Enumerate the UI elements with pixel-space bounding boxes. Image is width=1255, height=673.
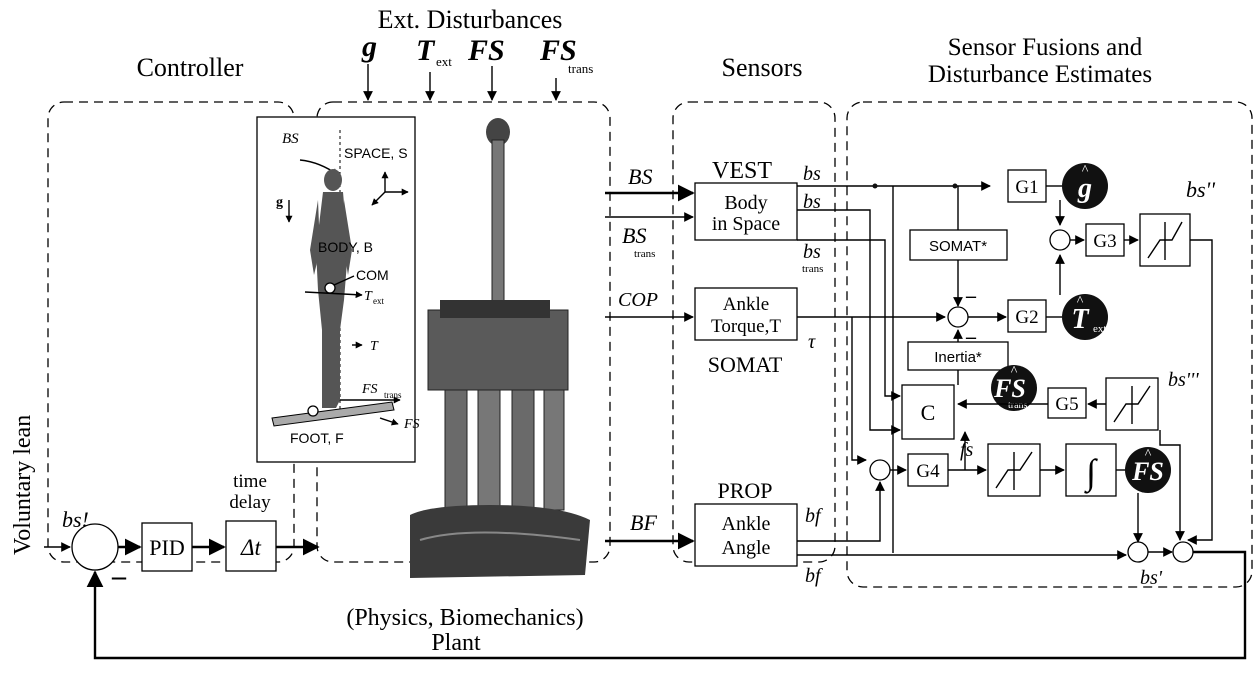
ankle-torque-line1: Ankle [723,294,769,315]
time-delay-line2: delay [229,492,271,513]
inertia-star-label: Inertia* [934,349,982,366]
inset-text-sub: ext [373,296,384,306]
g4-sum-junction [870,460,890,480]
ankle-angle-line2: Angle [722,537,771,559]
g2-label: G2 [1015,307,1038,328]
ankle-marker [308,406,318,416]
inset-text-label: T [364,289,373,304]
prop-label: PROP [717,478,772,503]
somat-label: SOMAT [708,352,783,377]
torque-to-g4-sum [852,317,866,460]
plant-caption-line1: (Physics, Biomechanics) [346,605,583,631]
somat-star-label: SOMAT* [929,238,987,255]
fs-trans-estimate-sub: trans [1008,400,1028,411]
t-estimate-hat: ^ [1077,294,1084,309]
g4-label: G4 [916,461,940,482]
disturbance-fs: FS [467,34,505,67]
sensors-header: Sensors [722,53,803,82]
vest-trans-sub: trans [802,263,823,275]
output-sum-junction-2 [1173,542,1193,562]
ankle-angle-line1: Ankle [722,513,771,535]
disturbance-t-sub: ext [436,54,452,69]
g5-label: G5 [1055,394,1078,415]
disturbance-g: g [361,30,377,63]
fs-estimate-hat: ^ [1145,447,1152,462]
pid-label: PID [149,535,184,560]
g-estimate-hat: ^ [1082,163,1089,178]
somat-minus: – [965,285,977,307]
signal-bf: BF [630,510,657,535]
disturbance-fs-trans-sub: trans [568,61,593,76]
signal-bs-trans-sub: trans [634,248,655,260]
signal-bs: BS [628,164,652,189]
ankle-torque-line2: Torque,T [711,316,781,337]
signal-cop: COP [618,289,658,311]
plant-caption-line2: Plant [431,630,481,656]
delta-t-label: Δt [240,535,261,560]
fusion-header-line2: Disturbance Estimates [928,61,1152,88]
vest-label: VEST [712,158,772,184]
bs-double-prime: bs'' [1186,177,1215,202]
t-estimate-sub: ext [1093,323,1106,335]
bs-prime-label: bs' [1140,567,1163,589]
fusion-header-line1: Sensor Fusions and [948,34,1143,61]
time-delay-line1: time [233,471,267,492]
g1-label: G1 [1015,177,1038,198]
g3-sum-junction [1050,230,1070,250]
fs-trans-estimate-hat: ^ [1011,364,1018,379]
inset-bs-label: BS [282,131,299,147]
vest-bs-dot-trans-out: bs [803,241,821,263]
inset-t-label: T [370,339,379,354]
junction-dot-1 [873,184,878,189]
junction-dot-2 [953,184,958,189]
torque-sum-junction [948,307,968,327]
inset-fs-trans-label: FS [361,382,378,397]
controller-header: Controller [137,53,244,82]
fs-dot-label: fs [960,439,974,461]
bs-triple-prime: bs''' [1168,369,1199,391]
signal-bs-trans: BS [622,223,646,248]
fs-trans-estimate-label: FS [993,374,1026,403]
inset-fs-label: FS [403,417,420,432]
inset-body-label: BODY, B [318,239,373,255]
inset-fs-trans-sub: trans [384,390,402,400]
com-marker [325,283,335,293]
robot-photo [410,118,590,578]
feedback-minus-sign: – [111,561,127,592]
ext-disturbances-header: Ext. Disturbances [378,5,563,34]
body-in-space-line2: in Space [712,213,780,235]
inset-space-label: SPACE, S [344,145,408,161]
inset-com-label: COM [356,267,389,283]
body-in-space-line1: Body [724,192,767,214]
disturbance-t: T [416,34,436,67]
g3-label: G3 [1093,231,1116,252]
voluntary-lean-label: Voluntary lean [10,415,36,555]
tau-label: τ [808,331,816,353]
vest-bs-out: bs [803,163,821,185]
inset-g-label: g [276,195,283,210]
prop-bf-out: bf [805,565,823,587]
inset-foot-label: FOOT, F [290,430,344,446]
prop-bf-dot-out: bf [805,505,823,527]
c-label: C [921,400,936,425]
output-sum-junction-1 [1128,542,1148,562]
